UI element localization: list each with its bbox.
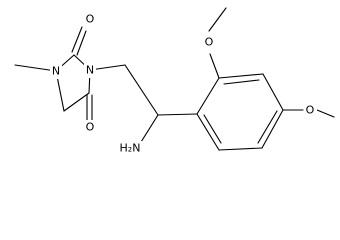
bond-o-methyl-upper	[208, 7, 227, 32]
atom-n-methyl: N	[52, 65, 60, 78]
bond-n-methyl	[14, 64, 57, 72]
structure-diagram: O O N N H₂N O O	[14, 7, 335, 156]
methoxy-bonds	[208, 7, 335, 118]
atom-o-top: O	[86, 13, 95, 26]
bond-ar-inner-c6-c1	[203, 114, 222, 144]
bond-c4-c5	[63, 92, 90, 112]
label-bg-amine	[117, 141, 142, 156]
label-bg-n-chain	[84, 63, 96, 78]
atom-o-bottom: O	[86, 121, 95, 134]
label-bg-n-methyl	[50, 64, 62, 79]
bond-ar-inner-c4-c5	[257, 110, 278, 144]
atom-o-methoxy-upper: O	[205, 36, 214, 49]
bond-ch-nh2	[140, 114, 159, 143]
bond-ar-inner-c2-c3	[223, 79, 260, 85]
bond-ar-o-upper	[209, 53, 220, 79]
atom-amine: H₂N	[120, 142, 141, 155]
bond-ch2-ch	[124, 64, 159, 116]
bond-ch-aryl	[157, 113, 198, 116]
bond-c2-o-b	[76, 30, 87, 56]
label-bg-o-top	[83, 12, 96, 27]
atom-labels: O O N N H₂N O O	[50, 12, 317, 156]
bond-ar-c3-c4	[262, 73, 284, 111]
label-bg-o-methoxy-para	[304, 103, 317, 118]
bond-ar-c1-c2	[196, 77, 220, 115]
atom-n-chain: N	[86, 64, 94, 77]
bond-o-methyl-para	[316, 109, 335, 118]
bond-ar-c4-c5	[261, 109, 284, 149]
bond-ar-c6-c1	[196, 113, 220, 151]
bond-c2-o-a	[71, 26, 83, 53]
benzene-ring	[196, 73, 284, 151]
carbonyl-bonds	[71, 26, 93, 122]
side-chain	[89, 64, 198, 143]
bond-ar-c5-c6	[218, 147, 263, 151]
bond-ar-c2-c3	[218, 73, 264, 79]
label-bg-o-methoxy-upper	[203, 35, 216, 50]
label-bg-o-bottom	[83, 120, 96, 135]
atom-o-methoxy-para: O	[306, 104, 315, 117]
